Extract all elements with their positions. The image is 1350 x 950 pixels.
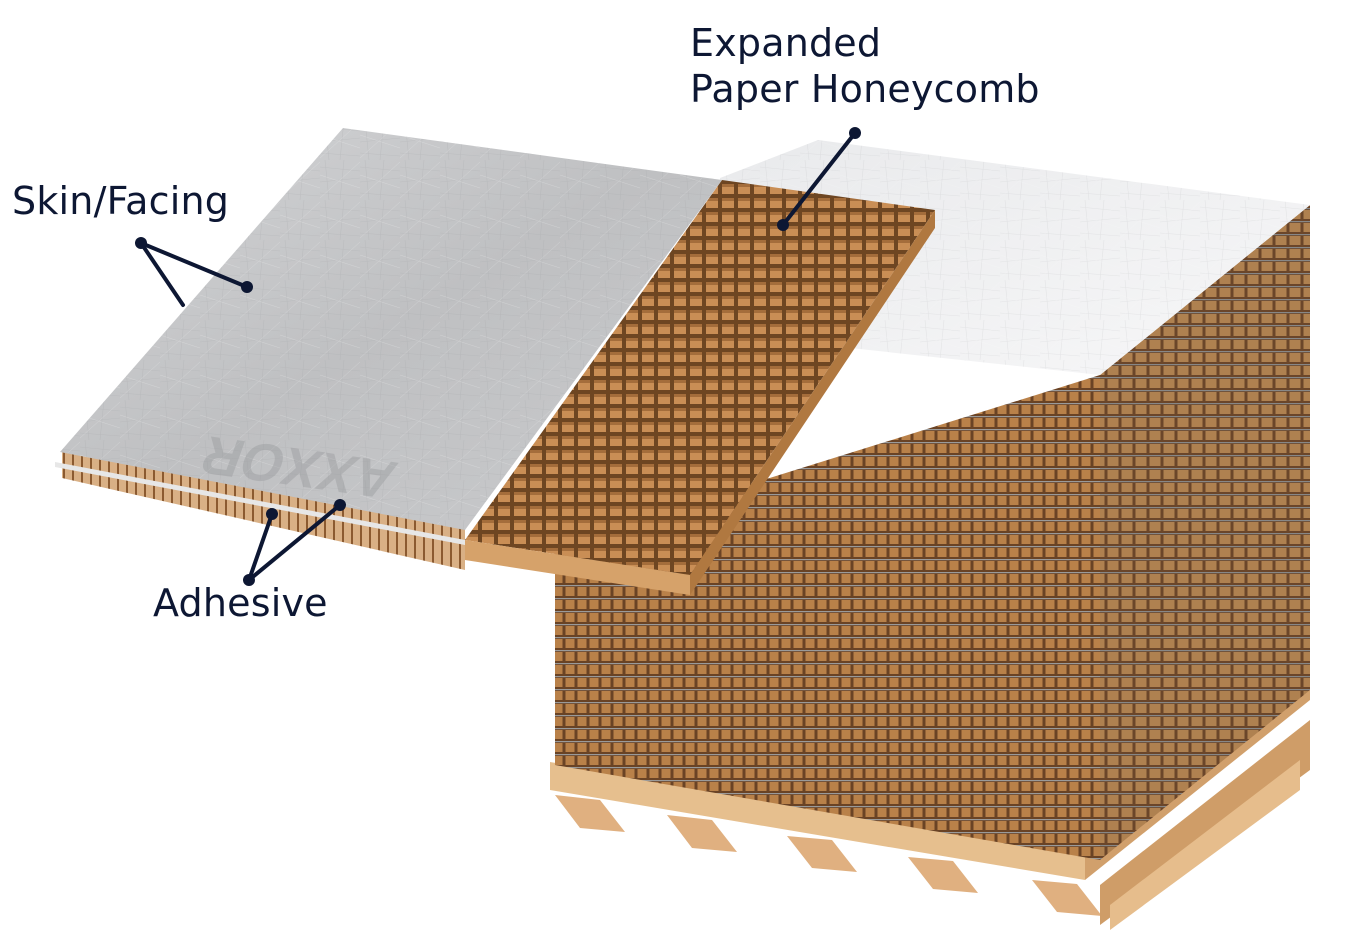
honeycomb-label-line2: Paper Honeycomb [690, 67, 1040, 111]
expanded-paper-honeycomb-label: Expanded Paper Honeycomb [690, 20, 1040, 112]
skin-facing-label: Skin/Facing [12, 179, 230, 223]
adhesive-label: Adhesive [153, 581, 328, 625]
expanded-honeycomb-sheet [465, 180, 935, 595]
leader-lines [135, 127, 861, 586]
honeycomb-label-line1: Expanded [690, 21, 882, 65]
skin-facing-panel: AXXOR [55, 128, 722, 570]
